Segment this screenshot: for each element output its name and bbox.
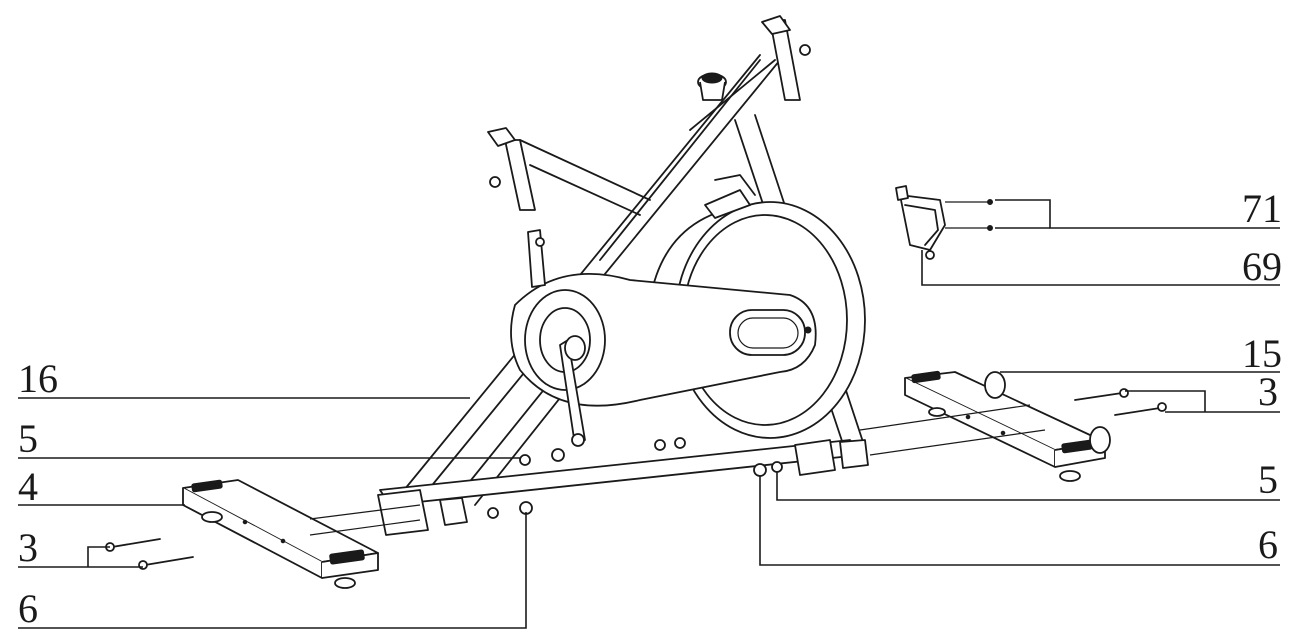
callout-4: 4 [18, 464, 38, 509]
callout-labels: 71 69 15 3 5 6 16 5 4 3 6 [18, 186, 1282, 631]
callout-16: 16 [18, 356, 58, 401]
rear-stabilizer [904, 370, 1111, 482]
callout-5-left: 5 [18, 416, 38, 461]
seat-post-knob [697, 72, 727, 101]
screw-71 [987, 199, 993, 231]
front-stabilizer [182, 479, 379, 589]
crank-arm [524, 289, 606, 447]
callout-71: 71 [1242, 186, 1282, 231]
callout-6-right: 6 [1258, 522, 1278, 567]
callout-5-right: 5 [1258, 457, 1278, 502]
base-frame [377, 439, 869, 536]
callout-3-left: 3 [18, 525, 38, 570]
callout-3-right: 3 [1258, 369, 1278, 414]
bottle-holder [895, 185, 946, 260]
assembly-guides [309, 201, 1046, 536]
nuts-washers-centre [487, 437, 783, 519]
transport-wheel-upper [984, 371, 1006, 399]
pedal-mount-upper [527, 229, 546, 288]
bolts-3-right [1074, 388, 1167, 416]
callout-69: 69 [1242, 244, 1282, 289]
callout-15: 15 [1242, 331, 1282, 376]
leader-lines [18, 199, 1280, 629]
handlebar [487, 15, 811, 216]
callout-6-left: 6 [18, 586, 38, 631]
handlebar-grip-left [504, 139, 536, 211]
brake-assembly [704, 174, 756, 219]
bolts-3-left [105, 538, 194, 570]
transport-wheel-lower [1089, 426, 1111, 454]
